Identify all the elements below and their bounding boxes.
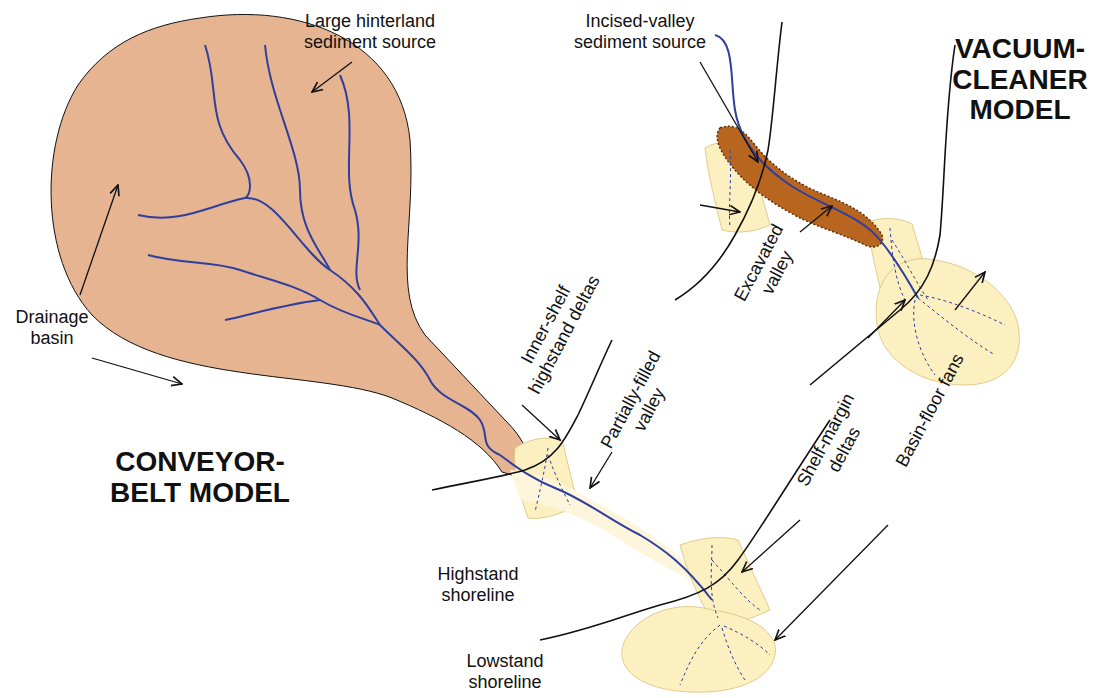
shoreline-label: Highstand shoreline bbox=[423, 564, 533, 605]
model-title: CONVEYOR- BELT MODEL bbox=[108, 447, 293, 509]
source-label: Large hinterland sediment source bbox=[285, 11, 455, 52]
source-label: Incised-valley sediment source bbox=[560, 11, 720, 52]
valley-label: Partially-filled valley bbox=[596, 347, 684, 464]
leader-lines bbox=[80, 62, 985, 640]
basin-label: Drainage basin bbox=[7, 307, 97, 348]
drainage-basin bbox=[51, 14, 528, 478]
model-title: VACUUM- CLEANER MODEL bbox=[940, 34, 1100, 126]
delta-label: Shelf-margin deltas bbox=[791, 387, 879, 504]
river-network bbox=[138, 45, 500, 455]
shoreline-label: Lowstand shoreline bbox=[450, 651, 560, 692]
conveyor-belt-system bbox=[432, 340, 830, 692]
